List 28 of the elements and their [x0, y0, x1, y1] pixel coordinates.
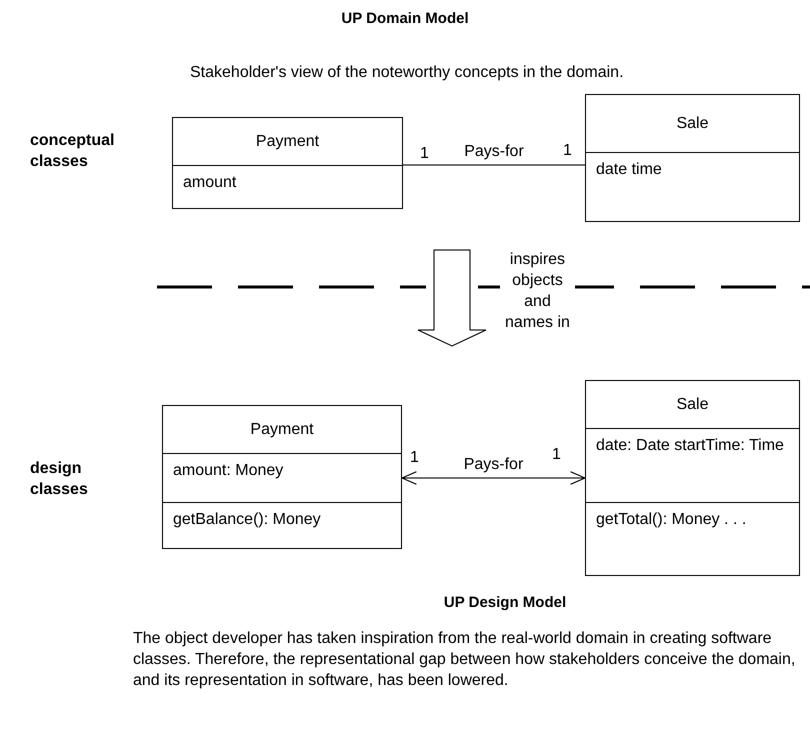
multiplicity: 1: [420, 144, 429, 164]
multiplicity: 1: [410, 448, 419, 468]
class-box: [585, 94, 800, 222]
attribute-list: date: Date startTime: Time: [596, 436, 784, 454]
operation-list: getTotal(): Money . . .: [596, 510, 746, 528]
attribute-list: amount: Money: [173, 462, 284, 480]
association-line: [401, 471, 586, 485]
class-name: Sale: [676, 394, 709, 415]
subtitle: Stakeholder's view of the noteworthy concepts in the domain.: [190, 63, 624, 83]
attribute-list: amount: [183, 174, 236, 191]
edge-label: Pays-for: [464, 143, 524, 160]
association-line: [403, 164, 585, 166]
model-title: UP Design Model: [442, 593, 568, 613]
attribute-list: date time: [596, 161, 662, 178]
class-box: [162, 405, 402, 549]
row-label: conceptual classes: [30, 131, 116, 172]
multiplicity: 1: [552, 445, 561, 465]
row-label: design classes: [30, 459, 89, 500]
class-name: Payment: [256, 132, 320, 152]
diagram-title: UP Domain Model: [340, 9, 470, 29]
multiplicity: 1: [563, 141, 572, 161]
caption: The object developer has taken inspiration from the real-world domain in creating software classes. Therefore, the representational gap between how stakeholders conceive the domain, and its representation in software, has been lowered.: [133, 629, 796, 691]
class-box: [172, 117, 403, 209]
class-name: Sale: [676, 114, 709, 134]
class-name: Payment: [250, 420, 314, 440]
operation-list: getBalance(): Money: [173, 510, 321, 528]
edge-label: Pays-for: [464, 456, 524, 473]
class-box: [585, 380, 800, 576]
